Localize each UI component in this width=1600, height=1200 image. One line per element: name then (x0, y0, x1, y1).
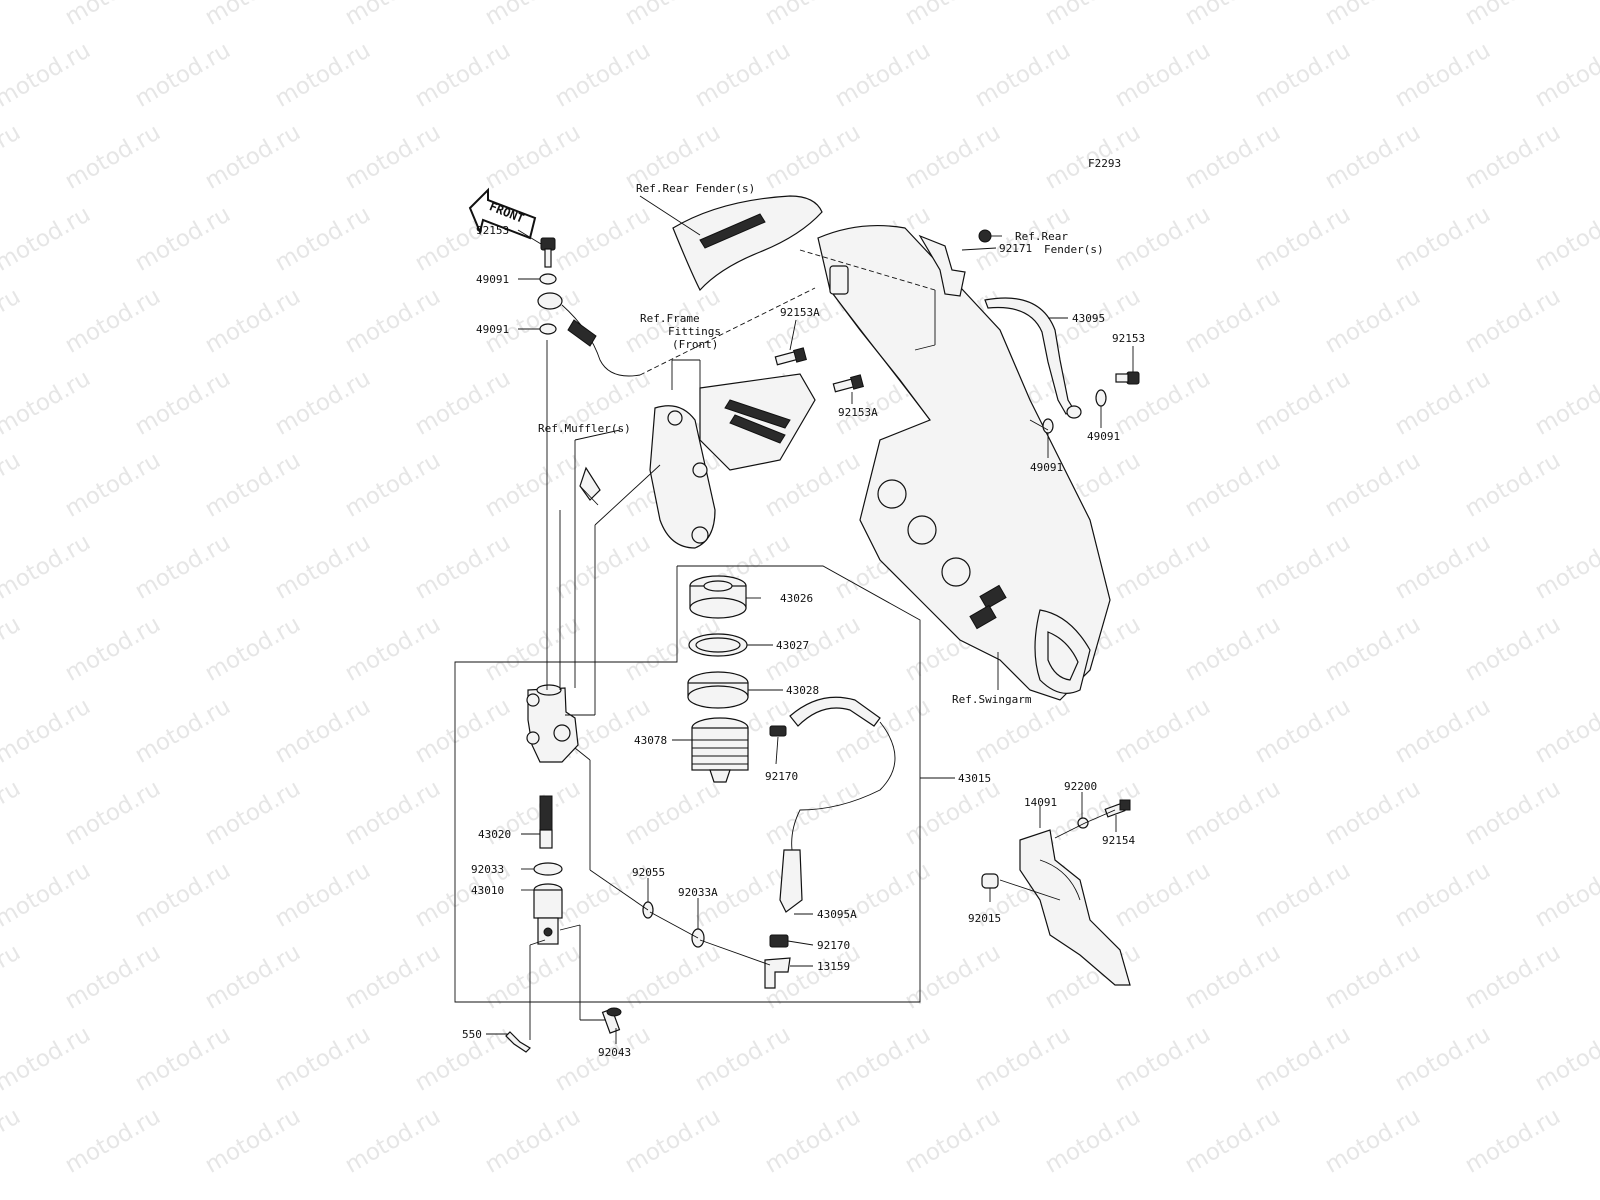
label-43027: 43027 (776, 639, 809, 652)
reservoir-43078-part (691, 717, 749, 783)
guard-14091-part (981, 829, 1131, 986)
label-92153A-b: 92153A (838, 406, 878, 419)
hose-upper-left-part (537, 287, 816, 377)
label-92170-b: 92170 (817, 939, 850, 952)
bolt-92153-top-icon (540, 237, 556, 268)
label-ref-muffler: Ref.Muffler(s) (538, 422, 631, 435)
label-43020: 43020 (478, 828, 511, 841)
muffler-clip-part (579, 466, 601, 506)
frame-fitting-part (649, 373, 816, 549)
label-92154: 92154 (1102, 834, 1135, 847)
cap-43026-part (689, 575, 747, 619)
bolt-92153A-b-icon (832, 374, 864, 393)
label-ref-frame-1: Ref.Frame (640, 312, 700, 325)
label-ref-rear-fender-right-1: Ref.Rear (1015, 230, 1068, 243)
hose-43095-part (984, 297, 1082, 419)
washer-49091-c-icon (1095, 389, 1107, 407)
clamp-92170-b-icon (769, 934, 789, 948)
bolt-92153A-a-icon (774, 347, 807, 366)
label-92171: 92171 (999, 242, 1032, 255)
muffler-part (817, 224, 1111, 701)
label-43095: 43095 (1072, 312, 1105, 325)
label-49091-c: 49091 (1087, 430, 1120, 443)
label-43078: 43078 (634, 734, 667, 747)
clevis-43010-part (533, 883, 563, 945)
diaphragm-43027-inner (695, 637, 741, 653)
part-labels: 92153 49091 49091 Ref.Rear Fender(s) Ref… (462, 182, 1145, 1059)
fitting-13159-part (764, 957, 791, 989)
clamp-92170-a-icon (769, 725, 787, 737)
figure-code: F2293 (1088, 157, 1121, 170)
cotter-pin-550-icon (505, 1031, 531, 1053)
label-13159: 13159 (817, 960, 850, 973)
bracket-92171-part (918, 229, 992, 297)
washer-49091-a-icon (539, 273, 557, 285)
label-ref-rear-fender-right-2: Fender(s) (1044, 243, 1104, 256)
washer-92200-icon (1077, 817, 1089, 829)
label-14091: 14091 (1024, 796, 1057, 809)
label-550: 550 (462, 1028, 482, 1041)
label-49091-a: 49091 (476, 273, 509, 286)
leader-lines (486, 229, 1134, 1044)
label-43028: 43028 (786, 684, 819, 697)
bolt-92154-icon (1104, 799, 1131, 818)
label-92153-right: 92153 (1112, 332, 1145, 345)
assembly-box-lines (454, 249, 1116, 1040)
label-92015: 92015 (968, 912, 1001, 925)
rear-fender-part (639, 195, 823, 292)
label-92033: 92033 (471, 863, 504, 876)
label-92033A: 92033A (678, 886, 718, 899)
bolt-92153-right-icon (1115, 371, 1140, 385)
washer-49091-d-icon (1042, 418, 1054, 434)
label-ref-frame-2: Fittings (668, 325, 721, 338)
label-92153A-a: 92153A (780, 306, 820, 319)
label-ref-rear-fender-top: Ref.Rear Fender(s) (636, 182, 755, 195)
pushrod-43020-part (539, 795, 553, 849)
plate-43028-part (687, 671, 749, 709)
label-92153-top: 92153 (476, 224, 509, 237)
label-ref-swingarm: Ref.Swingarm (952, 693, 1032, 706)
label-92200: 92200 (1064, 780, 1097, 793)
label-92055: 92055 (632, 866, 665, 879)
washer-49091-b-icon (539, 323, 557, 335)
label-92043: 92043 (598, 1046, 631, 1059)
hose-43015-part (779, 696, 896, 913)
label-43026: 43026 (780, 592, 813, 605)
label-43015: 43015 (958, 772, 991, 785)
circlip-92033-icon (533, 862, 563, 876)
master-cylinder-part (526, 684, 579, 763)
label-92170-a: 92170 (765, 770, 798, 783)
label-49091-d: 49091 (1030, 461, 1063, 474)
label-43095A: 43095A (817, 908, 857, 921)
label-ref-frame-3: (Front) (672, 338, 718, 351)
label-49091-b: 49091 (476, 323, 509, 336)
label-43010: 43010 (471, 884, 504, 897)
pin-92043-icon (601, 1007, 622, 1034)
